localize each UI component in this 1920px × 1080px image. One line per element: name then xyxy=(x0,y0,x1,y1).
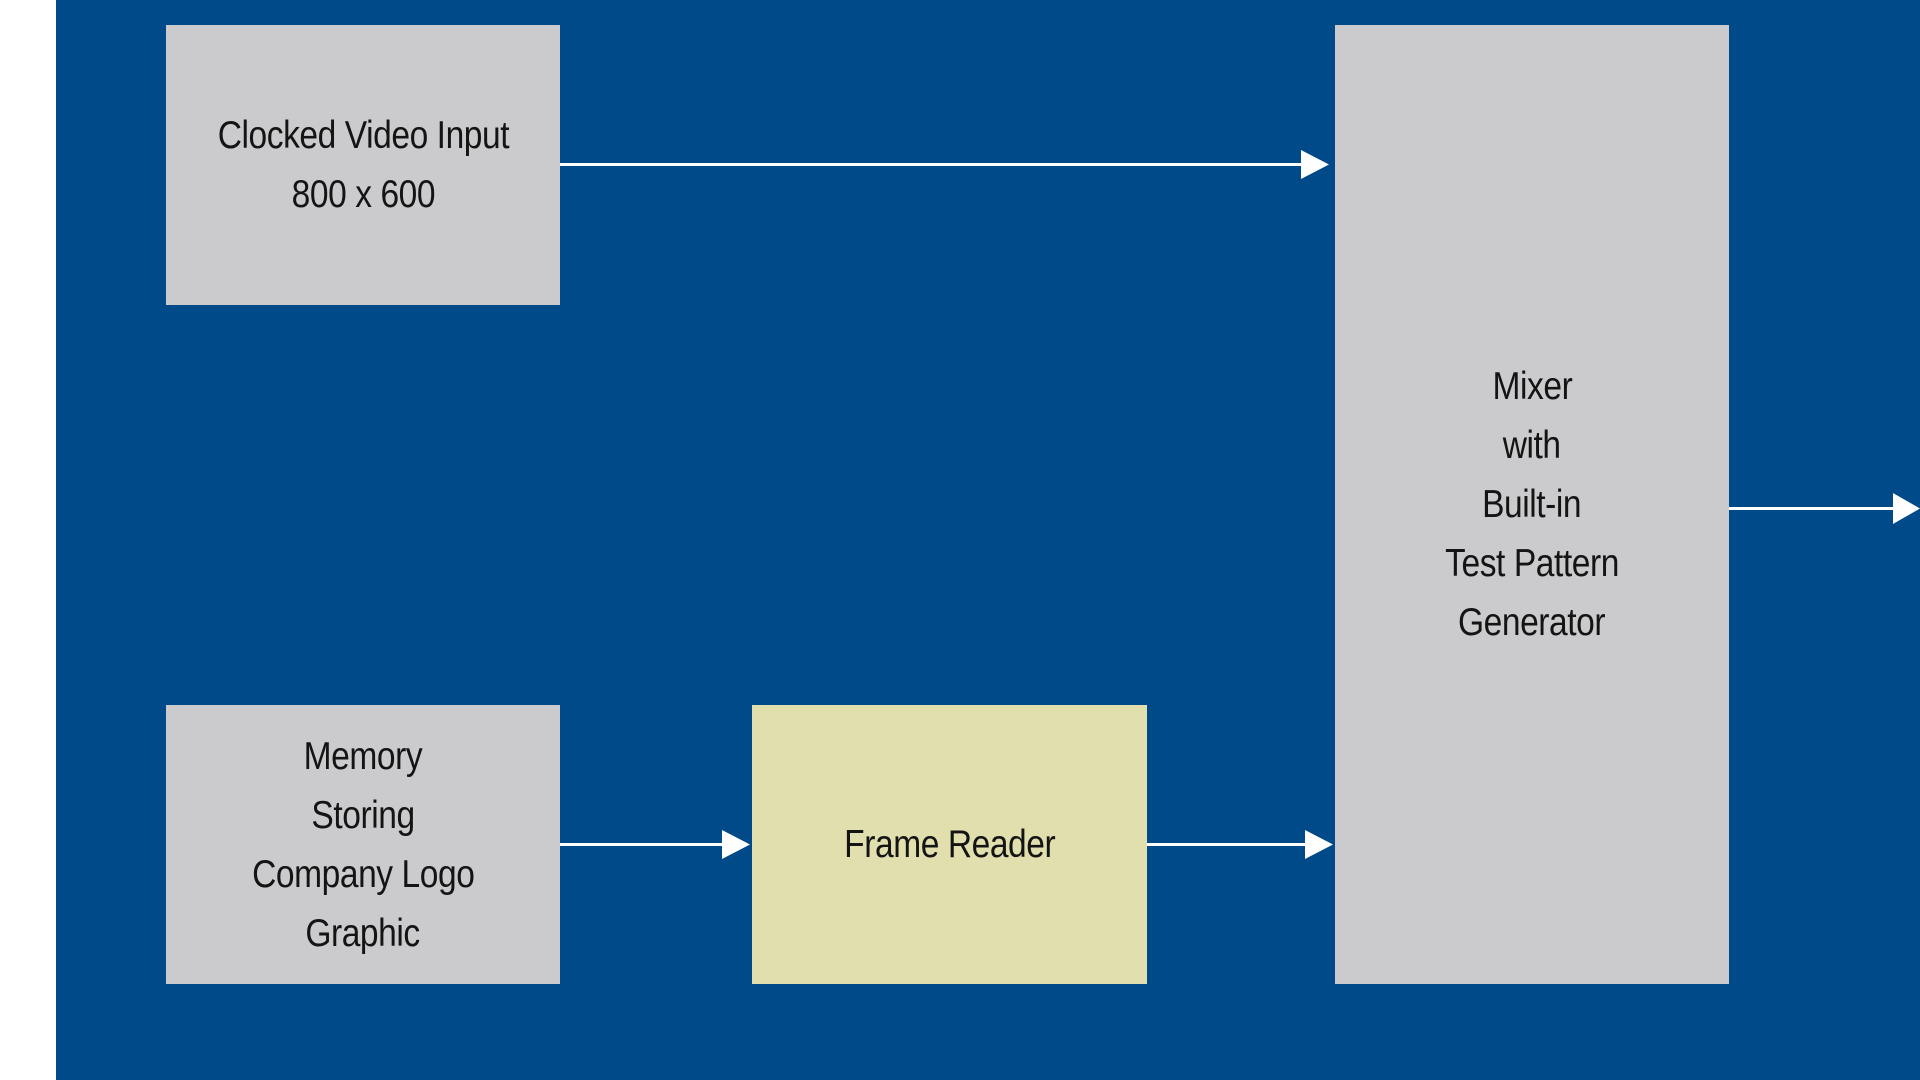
mixer-block: Mixer with Built-in Test Pattern Generat… xyxy=(1335,25,1729,984)
mixer-label-line-5: Generator xyxy=(1458,601,1606,644)
clocked-video-input-resolution: 800 x 600 xyxy=(291,173,435,216)
memory-block: Memory Storing Company Logo Graphic xyxy=(166,705,560,984)
clocked-video-input-label: Clocked Video Input xyxy=(217,114,509,157)
memory-label-line-3: Company Logo xyxy=(251,852,475,896)
frame-reader-block: Frame Reader xyxy=(752,705,1147,984)
memory-label-line-1: Memory xyxy=(303,734,423,778)
memory-label-line-4: Graphic xyxy=(305,911,421,955)
mixer-label-line-4: Test Pattern xyxy=(1445,542,1619,585)
mixer-label-line-2: with xyxy=(1503,424,1561,467)
mixer-label-line-1: Mixer xyxy=(1492,365,1572,408)
frame-reader-label: Frame Reader xyxy=(843,823,1056,866)
mixer-label-line-3: Built-in xyxy=(1482,483,1582,526)
memory-label-line-2: Storing xyxy=(311,793,415,837)
clocked-video-input-block: Clocked Video Input 800 x 600 xyxy=(166,25,560,305)
